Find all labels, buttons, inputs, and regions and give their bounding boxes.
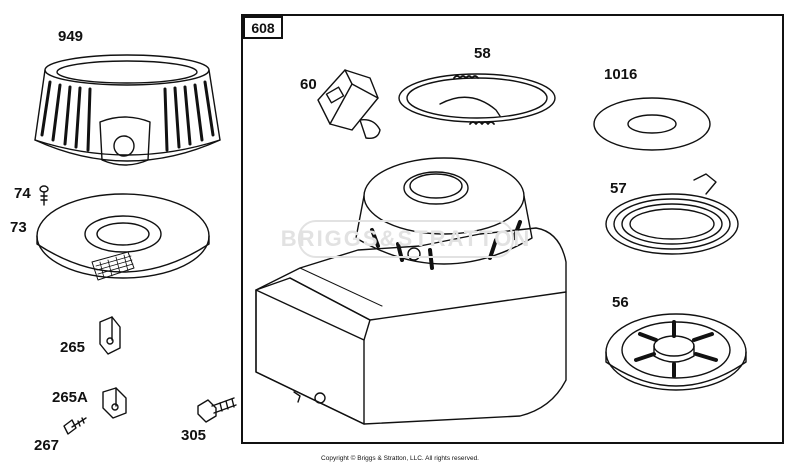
label-1016: 1016 (604, 66, 638, 83)
part-73-guard (36, 193, 210, 281)
label-56: 56 (612, 294, 629, 311)
watermark: BRIGGS&STRATTON (281, 220, 529, 258)
part-1016-washer (593, 97, 711, 151)
label-73: 73 (10, 219, 27, 236)
part-267-screw (63, 417, 87, 435)
part-58-rope (398, 73, 556, 125)
part-56-pulley (605, 313, 747, 391)
label-267: 267 (34, 437, 60, 454)
copyright-notice: Copyright © Briggs & Stratton, LLC. All … (321, 455, 479, 462)
label-305: 305 (181, 427, 207, 444)
part-74-screw (39, 185, 49, 206)
part-60-handle (317, 69, 381, 140)
part-265-clip (99, 316, 121, 355)
assembly-frame (241, 14, 784, 444)
blower-housing (255, 157, 567, 425)
part-57-spring (605, 173, 739, 255)
label-58: 58 (474, 45, 491, 62)
label-60: 60 (300, 76, 317, 93)
part-265a-clip (102, 387, 127, 419)
assembly-label: 608 (243, 16, 283, 39)
label-265: 265 (60, 339, 86, 356)
label-949: 949 (58, 28, 84, 45)
part-305-bolt (197, 397, 237, 423)
label-74: 74 (14, 185, 31, 202)
label-265a: 265A (52, 389, 88, 406)
label-57: 57 (610, 180, 627, 197)
part-949-screen (34, 54, 221, 166)
